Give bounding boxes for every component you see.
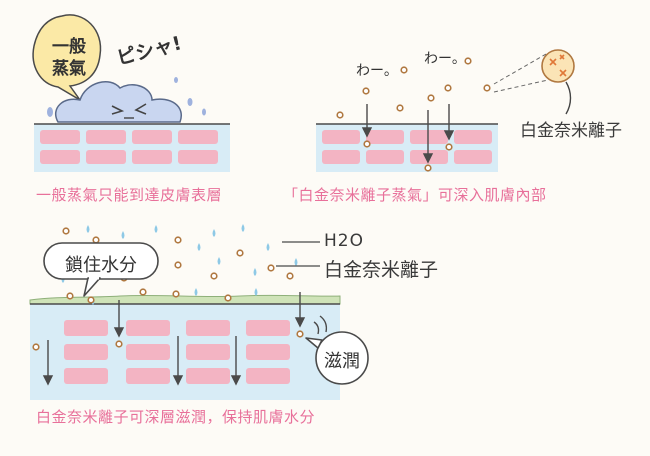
- deep-arrows: [42, 292, 306, 386]
- ion-cry-2: わー。: [424, 51, 466, 67]
- ion-particles: [336, 57, 491, 172]
- legend-h2o: H2O: [324, 231, 364, 251]
- magnified-ion-icon: [541, 49, 575, 83]
- skin-bricks: [64, 320, 290, 384]
- skin-bricks: [40, 130, 218, 164]
- moisture-film: [29, 294, 341, 305]
- penetration-arrows: [361, 104, 455, 164]
- ion-particles: [32, 227, 304, 351]
- wave-marks-icon: [313, 315, 328, 335]
- caption-deep-moisture: 白金奈米離子可深層滋潤，保持肌膚水分: [36, 408, 316, 426]
- splash-marks-icon: [47, 77, 206, 117]
- steam-speech-bubble: [32, 14, 102, 101]
- caption-ion-steam: 「白金奈米離子蒸氣」可深入肌膚內部: [283, 186, 547, 204]
- ion-label: 白金奈米離子: [520, 121, 622, 141]
- bubble-line-2: 蒸氣: [52, 59, 86, 79]
- skin-bricks: [322, 130, 492, 164]
- legend-lines: [276, 241, 320, 267]
- panel-general-steam: [32, 14, 230, 172]
- panel-deep-moisture: [29, 224, 369, 400]
- caption-general-steam: 一般蒸氣只能到達皮膚表層: [36, 186, 223, 204]
- ion-cry-1: わー。: [356, 63, 398, 79]
- moisturize-text: 滋潤: [324, 351, 360, 372]
- bubble-line-1: 一般: [52, 37, 86, 57]
- lock-moisture-text: 鎖住水分: [65, 255, 137, 276]
- panel-ion-steam: [316, 49, 575, 172]
- steam-blob-character: [55, 81, 183, 123]
- moisturize-bubble: [315, 331, 369, 385]
- lock-moisture-bubble: [43, 242, 159, 280]
- legend-ion: 白金奈米離子: [324, 259, 439, 281]
- ion-zoom-callout: [493, 49, 575, 115]
